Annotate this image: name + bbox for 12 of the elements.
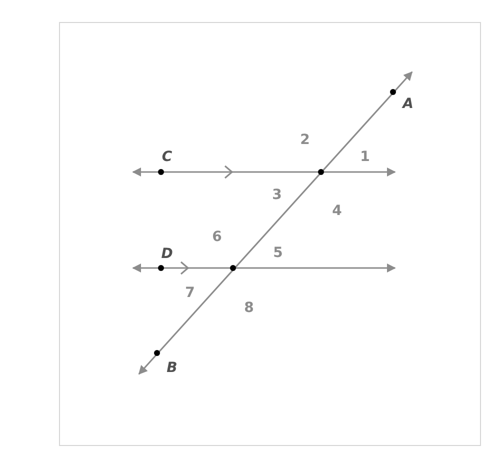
angle-number: 4	[332, 204, 342, 218]
angle-number: 2	[300, 133, 310, 147]
point-label: B	[166, 361, 178, 375]
point-label: C	[162, 150, 172, 164]
angle-number: 5	[273, 246, 283, 260]
point-label: D	[161, 247, 173, 261]
angle-number: 7	[185, 286, 195, 300]
angle-number: 1	[360, 150, 370, 164]
angle-number: 8	[244, 301, 254, 315]
angle-number: 6	[212, 230, 222, 244]
point-label: A	[402, 97, 414, 111]
angle-number: 3	[272, 188, 282, 202]
